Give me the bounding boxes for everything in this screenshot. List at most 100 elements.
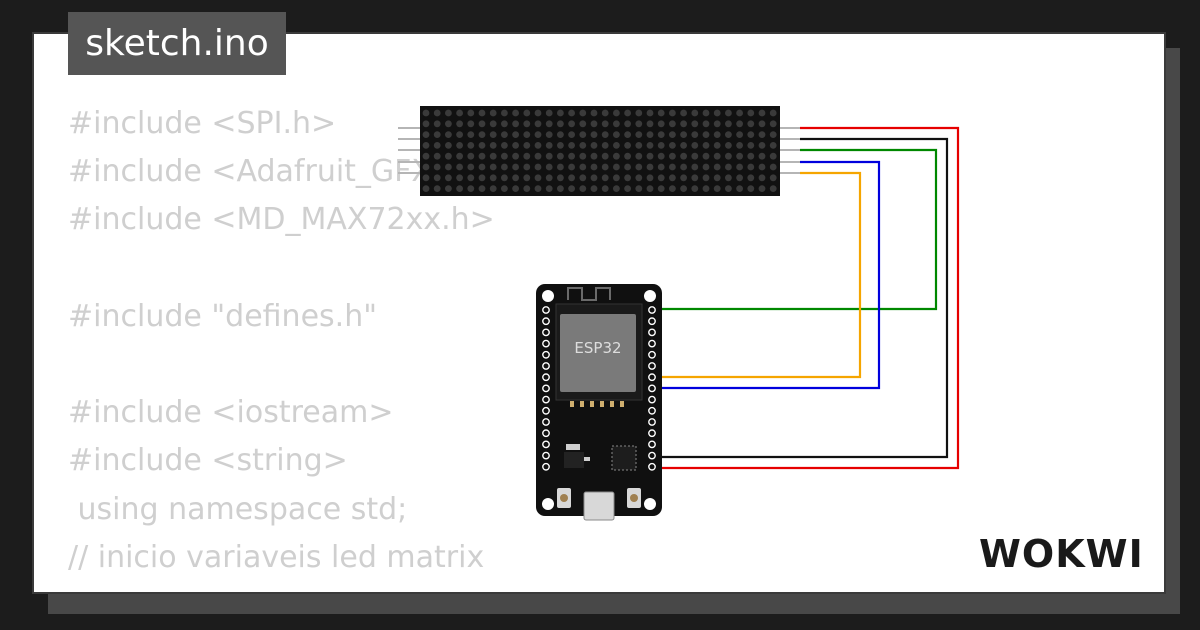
led-dot [769, 142, 777, 149]
led-dot [702, 163, 710, 171]
header-pin[interactable] [648, 462, 656, 471]
led-dot [725, 142, 732, 149]
micro-usb-port[interactable] [583, 491, 615, 521]
header-pin[interactable] [542, 373, 550, 382]
header-pin[interactable] [648, 406, 656, 415]
header-pin[interactable] [542, 384, 550, 393]
led-dot [557, 163, 564, 171]
led-dot [691, 109, 699, 117]
led-dot [646, 174, 654, 182]
header-pin[interactable] [542, 440, 550, 449]
led-dot [478, 142, 486, 149]
wire-red[interactable] [655, 126, 960, 470]
led-dot [601, 109, 609, 117]
led-dot [601, 131, 609, 139]
header-pin[interactable] [648, 339, 656, 348]
header-pin[interactable] [542, 462, 550, 471]
header-pin[interactable] [542, 328, 550, 337]
led-dot [713, 163, 721, 171]
led-dot [568, 174, 575, 182]
led-dot [467, 174, 475, 182]
header-pin[interactable] [648, 317, 656, 326]
led-matrix[interactable] [420, 106, 780, 196]
header-pin[interactable] [542, 339, 550, 348]
wokwi-logo-text: WOKWI [979, 532, 1144, 576]
led-dot [691, 174, 699, 182]
header-pin[interactable] [542, 418, 550, 426]
led-dot [456, 131, 463, 139]
code-line: // inicio variaveis led matrix [68, 539, 485, 575]
esp32-board[interactable]: ESP32 [536, 284, 662, 521]
led-dot [624, 152, 631, 160]
wire-green[interactable] [655, 148, 938, 311]
led-dot [769, 109, 777, 117]
header-pin[interactable] [648, 395, 656, 404]
led-dot [601, 152, 609, 160]
header-pin[interactable] [542, 317, 550, 326]
led-dot [624, 185, 631, 193]
led-dot [501, 174, 508, 182]
led-dot [445, 120, 452, 128]
led-dot [758, 131, 766, 139]
wire-blue[interactable] [655, 160, 881, 390]
header-pin[interactable] [648, 451, 656, 460]
header-pin[interactable] [542, 406, 550, 415]
led-dot [512, 131, 519, 139]
header-pin[interactable] [542, 350, 550, 359]
led-dot [646, 152, 654, 160]
led-dot [545, 142, 553, 149]
led-dot [590, 120, 598, 128]
led-dot [725, 152, 732, 160]
header-pin[interactable] [648, 362, 656, 370]
led-dot [713, 185, 721, 193]
led-dot [478, 152, 486, 160]
header-pin[interactable] [648, 429, 656, 438]
led-dot [680, 109, 687, 117]
led-dot [433, 163, 441, 171]
led-dot [467, 163, 475, 171]
wire-orange[interactable] [655, 171, 862, 379]
led-dot [725, 120, 732, 128]
code-line: #include <SPI.h> [68, 106, 337, 141]
header-pin[interactable] [542, 362, 550, 370]
led-dot [433, 185, 441, 193]
header-pin[interactable] [542, 306, 550, 314]
header-pin[interactable] [648, 350, 656, 359]
led-dot [422, 142, 430, 149]
header-pin[interactable] [648, 440, 656, 449]
led-dot [657, 163, 665, 171]
header-pin[interactable] [542, 429, 550, 438]
led-dot [646, 185, 654, 193]
led-dot [736, 174, 743, 182]
led-dot [534, 152, 542, 160]
usb-uart-chip [611, 445, 637, 471]
code-line: #include <string> [68, 443, 348, 479]
led-dot [523, 174, 531, 182]
led-dot [769, 185, 777, 193]
wire-black[interactable] [655, 137, 949, 459]
led-dot [702, 142, 710, 149]
header-pin[interactable] [648, 384, 656, 393]
led-dot [680, 185, 687, 193]
led-dot [758, 120, 766, 128]
led-dot [557, 109, 564, 117]
led-dot [747, 174, 755, 182]
header-pin[interactable] [648, 306, 656, 314]
header-pin[interactable] [542, 451, 550, 460]
led-dot [736, 163, 743, 171]
led-dot [669, 120, 676, 128]
file-tab[interactable]: sketch.ino [68, 12, 286, 75]
led-dot [422, 174, 430, 182]
led-dot [534, 185, 542, 193]
led-dot [422, 120, 430, 128]
led-dot [590, 131, 598, 139]
header-pin[interactable] [542, 395, 550, 404]
led-dot [601, 185, 609, 193]
led-dot [657, 152, 665, 160]
header-pin[interactable] [648, 418, 656, 426]
led-dot [489, 109, 497, 117]
header-pin[interactable] [648, 328, 656, 337]
header-pin[interactable] [648, 373, 656, 382]
module-pads [570, 401, 624, 407]
